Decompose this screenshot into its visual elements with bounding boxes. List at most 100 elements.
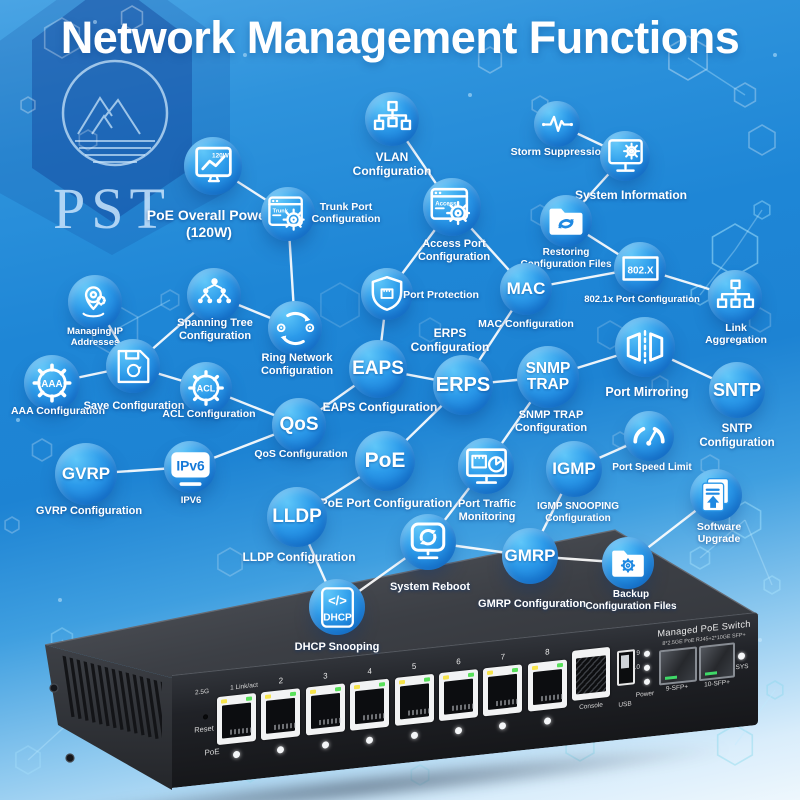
hexagon-decor: [668, 35, 708, 81]
vent-slot: [111, 667, 124, 730]
rj45-jack: [488, 673, 520, 710]
vent-slot: [146, 676, 159, 740]
vent-slot: [104, 665, 117, 729]
dark-hexagon: [32, 0, 192, 222]
rj45-port-5: [394, 673, 434, 727]
hexagon-decor: [31, 438, 53, 462]
vent-slot: [139, 674, 152, 738]
vent-slot: [69, 656, 82, 719]
console-rj45: [576, 655, 606, 695]
led-green: [512, 667, 519, 673]
led-yellow: [354, 684, 361, 690]
vent-slot: [132, 672, 145, 736]
led-green: [290, 691, 297, 697]
hexagon-decor: [20, 96, 36, 114]
poe-status-led-7: [499, 721, 507, 730]
molecule-line: [687, 57, 746, 96]
port-number-3: 3: [323, 671, 328, 681]
led-yellow: [443, 675, 449, 680]
rj45-port-1: [217, 692, 256, 746]
hexagon-decor: [477, 46, 503, 74]
poe-status-led-6: [455, 726, 462, 735]
vent-slot: [118, 669, 131, 732]
port-number-8: 8: [545, 647, 550, 657]
led-green: [468, 672, 474, 678]
dot-decor: [243, 53, 247, 57]
molecule-line: [734, 209, 763, 251]
vent-slot: [125, 671, 138, 734]
poe-status-led-3: [321, 741, 329, 749]
led-yellow: [531, 665, 538, 671]
hexagon-decor: [753, 200, 771, 220]
dot-decor: [93, 20, 97, 24]
led-green: [246, 696, 252, 702]
rj45-port-7: [483, 664, 523, 717]
rj45-pins: [318, 717, 342, 726]
dark-hexagon-outer: [0, 0, 230, 255]
rj45-port-2: [261, 688, 301, 741]
hexagon-decor: [120, 5, 144, 31]
led-green: [556, 662, 563, 668]
port-number-7: 7: [500, 652, 506, 662]
led-yellow: [221, 699, 227, 704]
hexagon-decor: [4, 516, 20, 534]
pst-logo: PST: [53, 59, 171, 241]
led-yellow: [398, 679, 405, 685]
led-yellow: [265, 694, 272, 699]
rj45-port-4: [350, 678, 390, 731]
led10-label: 10: [632, 663, 640, 672]
hexagon-decor: [763, 575, 781, 595]
rj45-pins: [230, 727, 253, 735]
rj45-port-3: [305, 683, 345, 736]
rj45-jack: [355, 688, 387, 725]
vent-slot: [153, 678, 162, 741]
sfp10-cage: [699, 642, 735, 682]
rj45-jack: [222, 702, 253, 739]
hexagon-decor: [766, 680, 784, 700]
rj45-pins: [407, 708, 431, 716]
led-green: [334, 686, 341, 692]
led-green: [423, 677, 430, 682]
vent-slot: [97, 663, 110, 727]
hexagon-decor: [733, 82, 757, 108]
poe-status-led-4: [366, 736, 374, 745]
port-number-6: 6: [456, 656, 461, 667]
pst-logo-text: PST: [53, 176, 171, 241]
console-port: [572, 646, 610, 701]
molecule-line: [744, 519, 773, 586]
hexagon-decor: [320, 282, 360, 328]
rj45-jack: [266, 697, 298, 734]
vent-slots: [62, 655, 162, 743]
vent-slot: [83, 660, 96, 723]
rj45-pins: [540, 693, 564, 702]
rj45-jack: [532, 668, 564, 706]
rj45-port-8: [527, 659, 567, 712]
rj45-pins: [274, 722, 298, 730]
screw: [49, 683, 59, 693]
dot-decor: [468, 93, 472, 97]
led-yellow: [487, 670, 494, 676]
rj45-jack: [399, 683, 431, 720]
port-number-5: 5: [411, 661, 417, 672]
led-green: [379, 682, 386, 687]
rj45-pins: [452, 703, 475, 711]
rj45-port-6: [439, 669, 478, 722]
page-title: Network Management Functions: [60, 12, 740, 63]
port-number-2: 2: [278, 676, 284, 686]
poe-status-led-5: [410, 731, 418, 740]
hexagon-decor: [43, 17, 81, 59]
poe-status-led-8: [543, 717, 551, 725]
hexagon-decor: [217, 547, 243, 577]
rj45-jack: [310, 692, 342, 730]
hexagon-decor: [418, 317, 442, 343]
rj45-pins: [496, 698, 520, 707]
vent-slot: [76, 658, 89, 721]
hexagon-decor: [78, 129, 98, 151]
dot-decor: [653, 28, 657, 32]
poe-status-led-2: [277, 745, 285, 754]
vent-slot: [90, 661, 103, 725]
vent-slot: [62, 655, 75, 718]
dot-decor: [773, 53, 777, 57]
led-yellow: [309, 689, 316, 695]
